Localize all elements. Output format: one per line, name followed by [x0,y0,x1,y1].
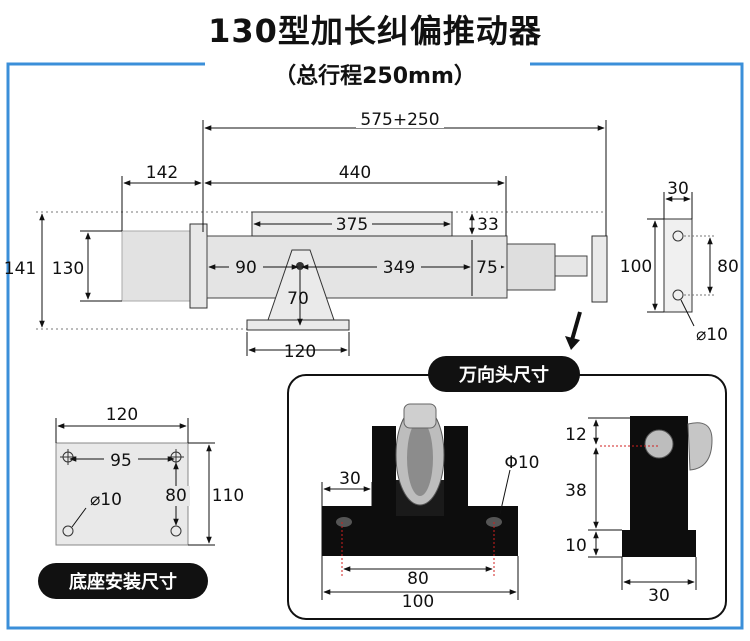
joint-dim-width: 30 [648,586,670,606]
dim-overall-h: 141 [4,259,36,279]
side-dim-hole: ⌀10 [696,325,728,345]
side-dim-pitch: 80 [717,257,739,277]
joint-label-pill [428,356,580,392]
base-dim-pitch-y: 80 [165,486,187,506]
dim-body: 440 [339,163,371,183]
joint-side-view [600,416,713,557]
side-dim-width: 30 [667,179,689,199]
base-plate [246,319,350,331]
joint-dim-offset: 30 [339,469,361,489]
base-dim-height: 110 [212,486,244,506]
base-label: 底座安装尺寸 [69,571,177,593]
dim-seg-a: 90 [235,258,257,278]
base-dim-hole: ⌀10 [90,490,122,510]
dim-left: 142 [146,163,178,183]
base-dim-width: 120 [106,405,138,425]
joint-dim-h2: 38 [565,481,587,501]
dim-base-w: 120 [284,342,316,362]
dim-seg-c: 75 [476,258,498,278]
pointer-arrow-icon [565,336,580,350]
dim-plate-h: 33 [477,215,499,235]
side-dim-height: 100 [620,257,652,277]
motor-housing [121,230,195,302]
base-label-pill [38,563,208,599]
dim-top-plate: 375 [336,215,368,235]
blue-frame [6,62,744,630]
end-joint [591,235,608,303]
joint-dim-h3: 10 [565,536,587,556]
dim-bracket-h: 70 [287,289,309,309]
dim-seg-b: 349 [383,258,415,278]
rod-sleeve [506,243,556,291]
page-title: 130型加长纠偏推动器 [208,12,542,50]
joint-label: 万向头尺寸 [458,364,549,386]
dim-body-h: 130 [52,259,84,279]
piston-rod [554,255,588,277]
joint-dim-h1: 12 [565,425,587,445]
dim-total: 575+250 [360,110,439,130]
base-dim-pitch-x: 95 [110,451,132,471]
side-view [663,218,714,313]
joint-dim-hole: Φ10 [504,453,539,473]
joint-front-view [322,403,518,578]
flange-plate [189,223,208,309]
side-dimension-lines [647,192,713,327]
joint-side-dims [588,417,697,590]
joint-dim-length: 100 [402,592,434,612]
page-subtitle: （总行程250mm） [274,64,476,89]
joint-dim-pitch: 80 [407,569,429,589]
joint-front-dims [321,469,519,600]
